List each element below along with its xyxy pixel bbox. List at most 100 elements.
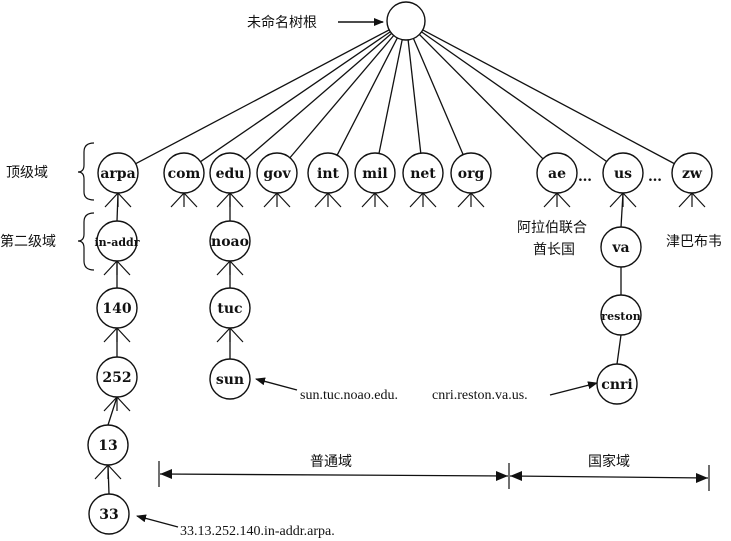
node-in-addr: in-addr: [94, 220, 140, 262]
stub-gov: [263, 192, 291, 208]
node-us: us: [602, 152, 644, 194]
stub-arpa: [104, 192, 132, 208]
ip-fqdn: 33.13.252.140.in-addr.arpa.: [180, 524, 335, 539]
ip-arrow: [136, 514, 179, 528]
root-node: [386, 1, 426, 41]
stub-org: [457, 192, 485, 208]
node-mil: mil: [354, 152, 396, 194]
node-net: net: [402, 152, 444, 194]
stub-edu: [216, 192, 244, 208]
node-sun: sun: [209, 358, 251, 400]
stub-13: [94, 464, 122, 480]
stub-252: [103, 396, 131, 412]
node-org-label: org: [458, 166, 485, 182]
node-noao-label: noao: [211, 234, 249, 250]
stub-net: [409, 192, 437, 208]
generic-range-arrow-right: [496, 471, 508, 481]
node-int-circle: [307, 152, 349, 194]
node-tuc-label: tuc: [217, 301, 242, 317]
node-net-label: net: [410, 166, 436, 182]
node-cnri-label: cnri: [601, 377, 632, 393]
edge-root-gov: [289, 35, 395, 159]
country-range-line: [509, 475, 709, 479]
zw-note: 津巴布韦: [666, 234, 722, 250]
generic-range-arrow-left: [160, 469, 172, 479]
node-13: 13: [87, 424, 129, 466]
stub-us: [609, 192, 637, 208]
node-140: 140: [96, 287, 138, 329]
top-level-label: 顶级域: [6, 165, 48, 181]
node-va-label: va: [611, 240, 629, 256]
edge-root-int: [336, 37, 398, 156]
stub-ae: [543, 192, 571, 208]
node-arpa-label: arpa: [100, 166, 135, 182]
second-level-brace: [77, 212, 95, 271]
node-va: va: [600, 226, 642, 268]
node-reston: reston: [600, 294, 642, 336]
node-252: 252: [96, 356, 138, 398]
ellipsis-us-zw: …: [648, 169, 664, 185]
stub-zw: [678, 192, 706, 208]
node-140-label: 140: [102, 301, 131, 317]
edge-root-ae: [418, 34, 544, 160]
node-ae-label: ae: [548, 166, 566, 182]
node-arpa: arpa: [97, 152, 139, 194]
edge-root-org: [412, 38, 464, 155]
edge-root-edu: [244, 32, 393, 161]
node-33-circle: [88, 493, 130, 535]
node-int-label: int: [317, 166, 339, 182]
node-in-addr-circle: [96, 220, 138, 262]
node-arpa-circle: [97, 152, 139, 194]
stub-com: [170, 192, 198, 208]
node-edu-circle: [209, 152, 251, 194]
edge-13: [107, 396, 118, 426]
node-in-addr-label: in-addr: [94, 236, 139, 249]
stub-140: [103, 327, 131, 343]
node-com-label: com: [168, 166, 201, 182]
node-252-circle: [96, 356, 138, 398]
node-zw-circle: [671, 152, 713, 194]
edge-root-com: [200, 31, 391, 163]
edge-root-zw: [422, 29, 675, 165]
node-zw: zw: [671, 152, 713, 194]
node-13-label: 13: [98, 438, 117, 454]
node-33-label: 33: [99, 507, 118, 523]
node-33: 33: [88, 493, 130, 535]
node-tuc: tuc: [209, 287, 251, 329]
node-va-circle: [600, 226, 642, 268]
ellipsis-ae-us: …: [578, 169, 594, 185]
top-level-brace: [77, 142, 95, 201]
node-com: com: [163, 152, 205, 194]
node-252-label: 252: [102, 370, 131, 386]
node-tuc-circle: [209, 287, 251, 329]
node-gov: gov: [256, 152, 298, 194]
node-reston-label: reston: [601, 310, 640, 323]
node-sun-label: sun: [216, 372, 244, 388]
country-range-arrow-right: [696, 473, 708, 483]
node-int: int: [307, 152, 349, 194]
edge-cnri: [616, 334, 622, 365]
node-us-circle: [602, 152, 644, 194]
root-label: 未命名树根: [247, 14, 317, 31]
generic-range-label: 普通域: [310, 454, 352, 470]
node-ae-circle: [536, 152, 578, 194]
sun-fqdn: sun.tuc.noao.edu.: [300, 388, 398, 403]
node-13-circle: [87, 424, 129, 466]
node-edu-label: edu: [216, 166, 245, 182]
second-level-label: 第二级域: [0, 233, 56, 250]
node-sun-circle: [209, 358, 251, 400]
node-edu: edu: [209, 152, 251, 194]
generic-range-line: [159, 473, 509, 477]
edge-root-net: [407, 39, 422, 154]
edge-root-mil: [378, 39, 403, 154]
ae-note-line1: 阿拉伯联合: [517, 220, 587, 236]
node-noao-circle: [209, 220, 251, 262]
node-org-circle: [450, 152, 492, 194]
node-zw-label: zw: [682, 166, 703, 182]
node-mil-circle: [354, 152, 396, 194]
cnri-fqdn: cnri.reston.va.us.: [432, 388, 528, 403]
node-noao: noao: [209, 220, 251, 262]
ae-note-line2: 酋长国: [533, 241, 575, 258]
cnri-arrow: [549, 381, 598, 396]
edge-root-arpa: [135, 29, 390, 165]
